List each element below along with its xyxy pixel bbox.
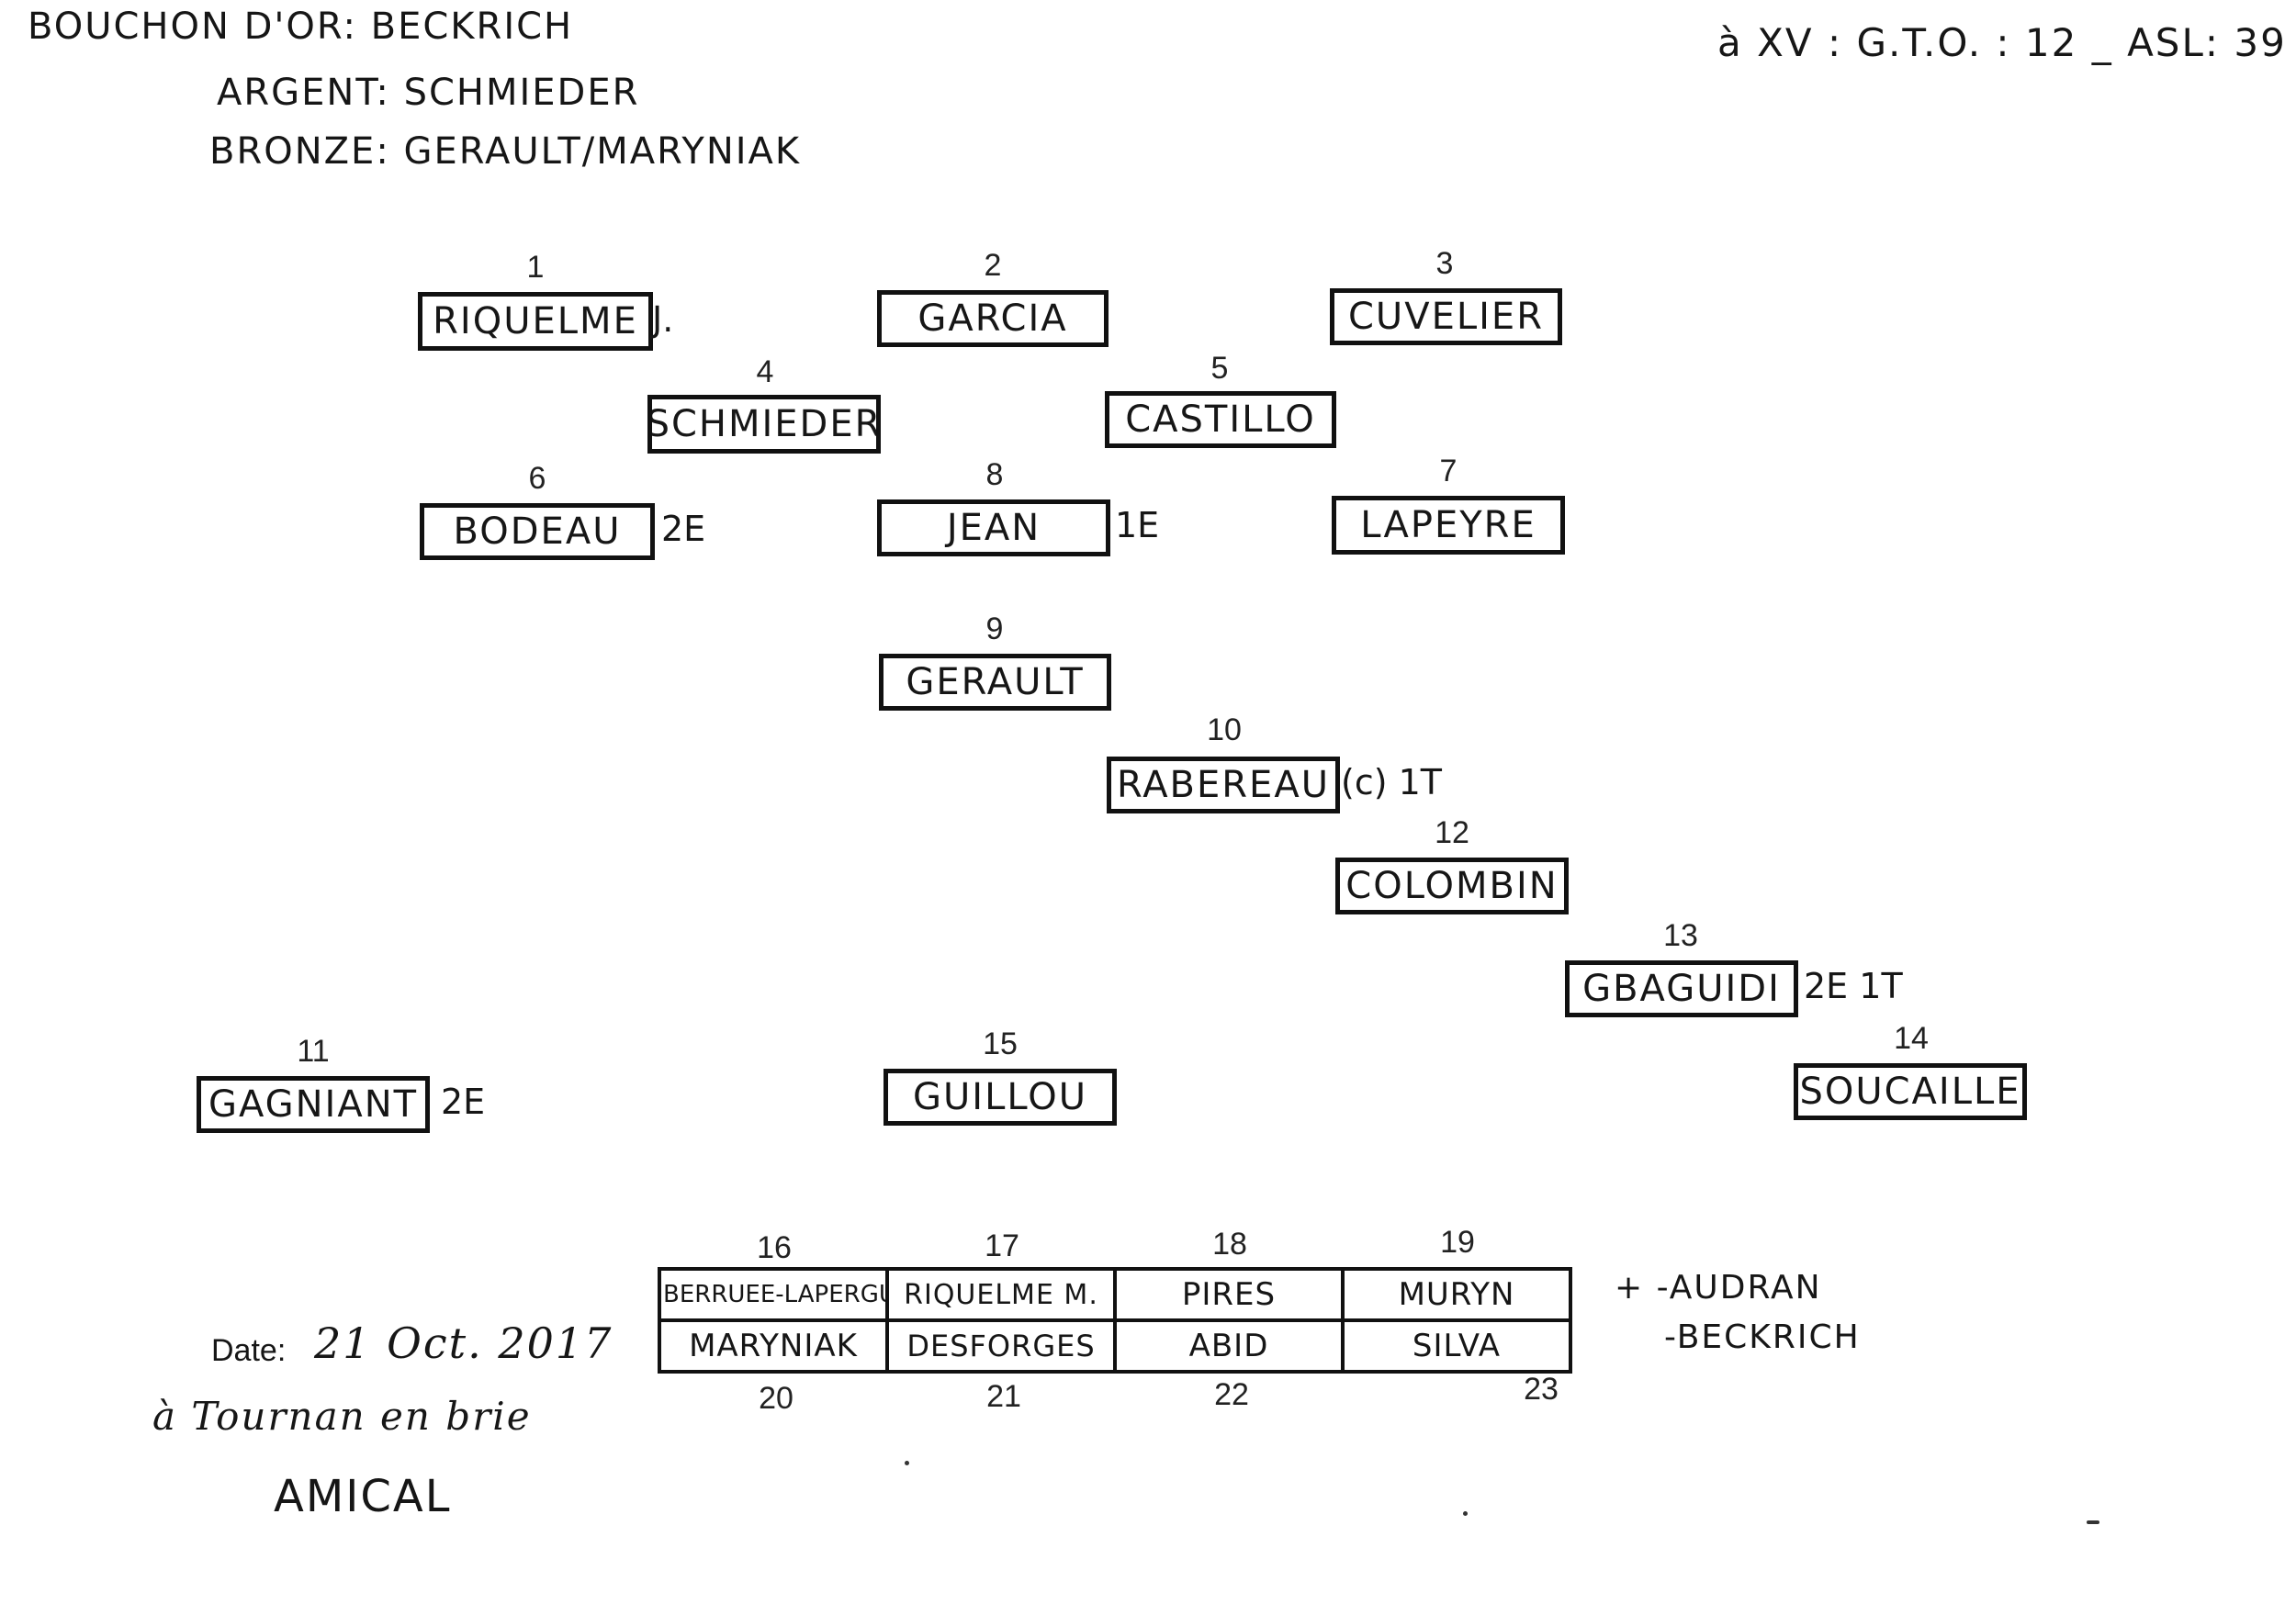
bench-number: 17: [985, 1228, 1019, 1263]
date-value: 21 Oct. 2017: [314, 1318, 613, 1368]
bronze-award: BRONZE: GERAULT/MARYNIAK: [209, 130, 802, 173]
position-number: 3: [1435, 246, 1454, 281]
bench-number: 23: [1524, 1372, 1559, 1407]
position-number: 15: [983, 1026, 1018, 1061]
bench-cell: ABID: [1113, 1318, 1345, 1374]
player-box: BODEAU: [420, 503, 655, 560]
player-box: SCHMIEDER: [647, 395, 881, 454]
player-box: CASTILLO: [1105, 391, 1336, 448]
position-number: 13: [1663, 918, 1698, 953]
date-label: Date:: [211, 1333, 287, 1368]
position-number: 10: [1207, 712, 1242, 747]
player-box: GAGNIANT: [197, 1076, 430, 1133]
scan-speck: [2087, 1520, 2099, 1524]
player-note: 1E: [1115, 505, 1160, 545]
player-box: RABEREAU: [1107, 757, 1340, 813]
player-box: GBAGUIDI: [1565, 960, 1798, 1017]
bench-number: 21: [986, 1379, 1021, 1414]
scan-speck: [905, 1461, 909, 1465]
match-location: à Tournan en brie: [152, 1394, 532, 1439]
bench-number: 22: [1214, 1377, 1249, 1412]
player-box: LAPEYRE: [1332, 496, 1565, 555]
player-box: COLOMBIN: [1335, 858, 1569, 914]
position-number: 7: [1439, 454, 1458, 488]
position-number: 11: [297, 1034, 330, 1069]
position-number: 12: [1435, 815, 1469, 850]
position-number: 6: [528, 461, 546, 496]
player-note: J.: [652, 299, 674, 340]
bench-row: BERRUEE-LAPERGUE RIQUELME M. PIRES MURYN: [658, 1267, 1572, 1322]
position-number: 14: [1894, 1021, 1929, 1056]
player-note: 2E: [441, 1082, 486, 1122]
player-box: JEAN: [877, 499, 1110, 556]
bench-number: 19: [1440, 1225, 1475, 1260]
position-number: 8: [985, 457, 1004, 492]
bench-number: 16: [757, 1230, 792, 1265]
position-number: 2: [984, 248, 1002, 283]
bench-cell: PIRES: [1113, 1267, 1345, 1322]
bench-cell: BERRUEE-LAPERGUE: [658, 1267, 889, 1322]
player-box: CUVELIER: [1330, 288, 1562, 345]
bench-cell: MARYNIAK: [658, 1318, 889, 1374]
bench-cell: RIQUELME M.: [885, 1267, 1117, 1322]
team-score: à XV : G.T.O. : 12 _ ASL: 39: [1717, 20, 2287, 65]
scan-speck: [1463, 1511, 1468, 1516]
extra-players-line: -BECKRICH: [1664, 1318, 1861, 1356]
gold-award: BOUCHON D'OR: BECKRICH: [28, 6, 574, 48]
player-box: GUILLOU: [884, 1069, 1117, 1126]
player-box: SOUCAILLE: [1794, 1063, 2027, 1120]
position-number: 4: [756, 354, 774, 389]
player-box: GARCIA: [877, 290, 1109, 347]
bench-table: BERRUEE-LAPERGUE RIQUELME M. PIRES MURYN…: [658, 1267, 1572, 1374]
bench-row: MARYNIAK DESFORGES ABID SILVA: [658, 1318, 1572, 1374]
match-type: AMICAL: [274, 1471, 452, 1522]
position-number: 1: [526, 250, 545, 285]
bench-cell: DESFORGES: [885, 1318, 1117, 1374]
position-number: 5: [1210, 351, 1229, 386]
bench-cell: MURYN: [1341, 1267, 1572, 1322]
player-box: GERAULT: [879, 654, 1111, 711]
player-note: 2E: [661, 509, 706, 549]
player-box: RIQUELME: [418, 292, 653, 351]
bench-number: 18: [1212, 1227, 1247, 1262]
silver-award: ARGENT: SCHMIEDER: [217, 72, 640, 114]
player-note: 2E 1T: [1804, 966, 1903, 1006]
player-note: (c) 1T: [1341, 762, 1443, 802]
bench-cell: SILVA: [1341, 1318, 1572, 1374]
bench-number: 20: [759, 1381, 793, 1416]
position-number: 9: [985, 611, 1004, 646]
extra-players-line: + -AUDRAN: [1615, 1269, 1822, 1307]
